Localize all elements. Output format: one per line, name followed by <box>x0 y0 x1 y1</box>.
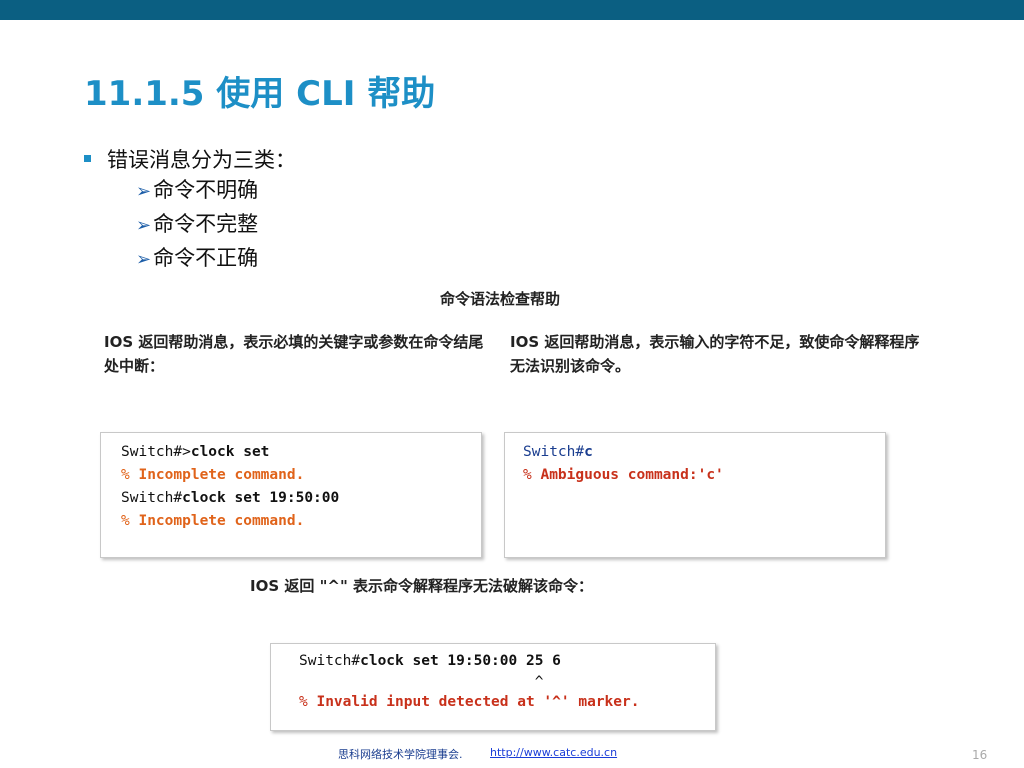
incomplete-description: IOS 返回帮助消息，表示必填的关键字或参数在命令结尾处中断： <box>104 333 484 375</box>
caret-marker: ^ <box>299 674 544 690</box>
percent-sign: % <box>523 467 532 483</box>
incomplete-terminal: Switch#>clock set % Incomplete command. … <box>100 432 482 558</box>
arrow-bullet-icon: ➢ <box>136 249 152 270</box>
prompt: Switch# <box>121 490 183 506</box>
sub-list-item: ➢命令不完整 <box>136 210 258 244</box>
sub-item-label: 命令不明确 <box>153 178 259 202</box>
sub-list: ➢命令不明确 ➢命令不完整 ➢命令不正确 <box>136 176 258 278</box>
footer-url-link[interactable]: http://www.catc.edu.cn <box>490 746 618 759</box>
percent-sign: % <box>299 694 308 710</box>
invalid-caption: IOS 返回 "^" 表示命令解释程序无法破解该命令： <box>250 577 594 595</box>
command: clock set 19:50:00 25 6 <box>360 653 561 669</box>
terminal-line: Switch#c <box>523 441 885 464</box>
top-bar <box>0 0 1024 20</box>
error-message: Invalid input detected at '^' marker. <box>307 694 640 710</box>
percent-sign: % <box>121 467 130 483</box>
page-number: 16 <box>972 748 988 762</box>
error-message: Incomplete command. <box>129 467 305 483</box>
terminal-line: % Ambiguous command:'c' <box>523 464 885 487</box>
command: clock set 19:50:00 <box>182 490 340 506</box>
sub-item-label: 命令不正确 <box>153 246 259 270</box>
arrow-bullet-icon: ➢ <box>136 181 152 202</box>
bullet-text: 错误消息分为三类： <box>107 148 296 172</box>
bullet-item: 错误消息分为三类： <box>84 144 296 174</box>
arrow-bullet-icon: ➢ <box>136 215 152 236</box>
terminal-line: % Incomplete command. <box>121 464 481 487</box>
error-message: Ambiguous command:'c' <box>531 467 724 483</box>
sub-item-label: 命令不完整 <box>153 212 259 236</box>
footer-org: 思科网络技术学院理事会. <box>338 748 463 761</box>
slide-title: 11.1.5 使用 CLI 帮助 <box>84 74 436 114</box>
prompt: Switch# <box>299 653 361 669</box>
error-message: Incomplete command. <box>129 513 305 529</box>
terminal-line: Switch#clock set 19:50:00 <box>121 487 481 510</box>
command: c <box>584 444 593 460</box>
command: clock set <box>190 444 270 460</box>
sub-list-item: ➢命令不正确 <box>136 244 258 278</box>
ambiguous-description: IOS 返回帮助消息，表示输入的字符不足，致使命令解释程序无法识别该命令。 <box>510 333 920 375</box>
terminal-line: % Incomplete command. <box>121 510 481 533</box>
prompt: Switch#> <box>121 444 191 460</box>
terminal-line: % Invalid input detected at '^' marker. <box>299 691 715 714</box>
ambiguous-terminal: Switch#c % Ambiguous command:'c' <box>504 432 886 558</box>
terminal-line: Switch#>clock set <box>121 441 481 464</box>
percent-sign: % <box>121 513 130 529</box>
sub-list-item: ➢命令不明确 <box>136 176 258 210</box>
figure-heading: 命令语法检查帮助 <box>439 290 560 308</box>
terminal-line: Switch#clock set 19:50:00 25 6 <box>299 650 715 673</box>
square-bullet-icon <box>84 155 91 162</box>
prompt: Switch# <box>523 444 585 460</box>
invalid-terminal: Switch#clock set 19:50:00 25 6 ^ % Inval… <box>270 643 716 731</box>
